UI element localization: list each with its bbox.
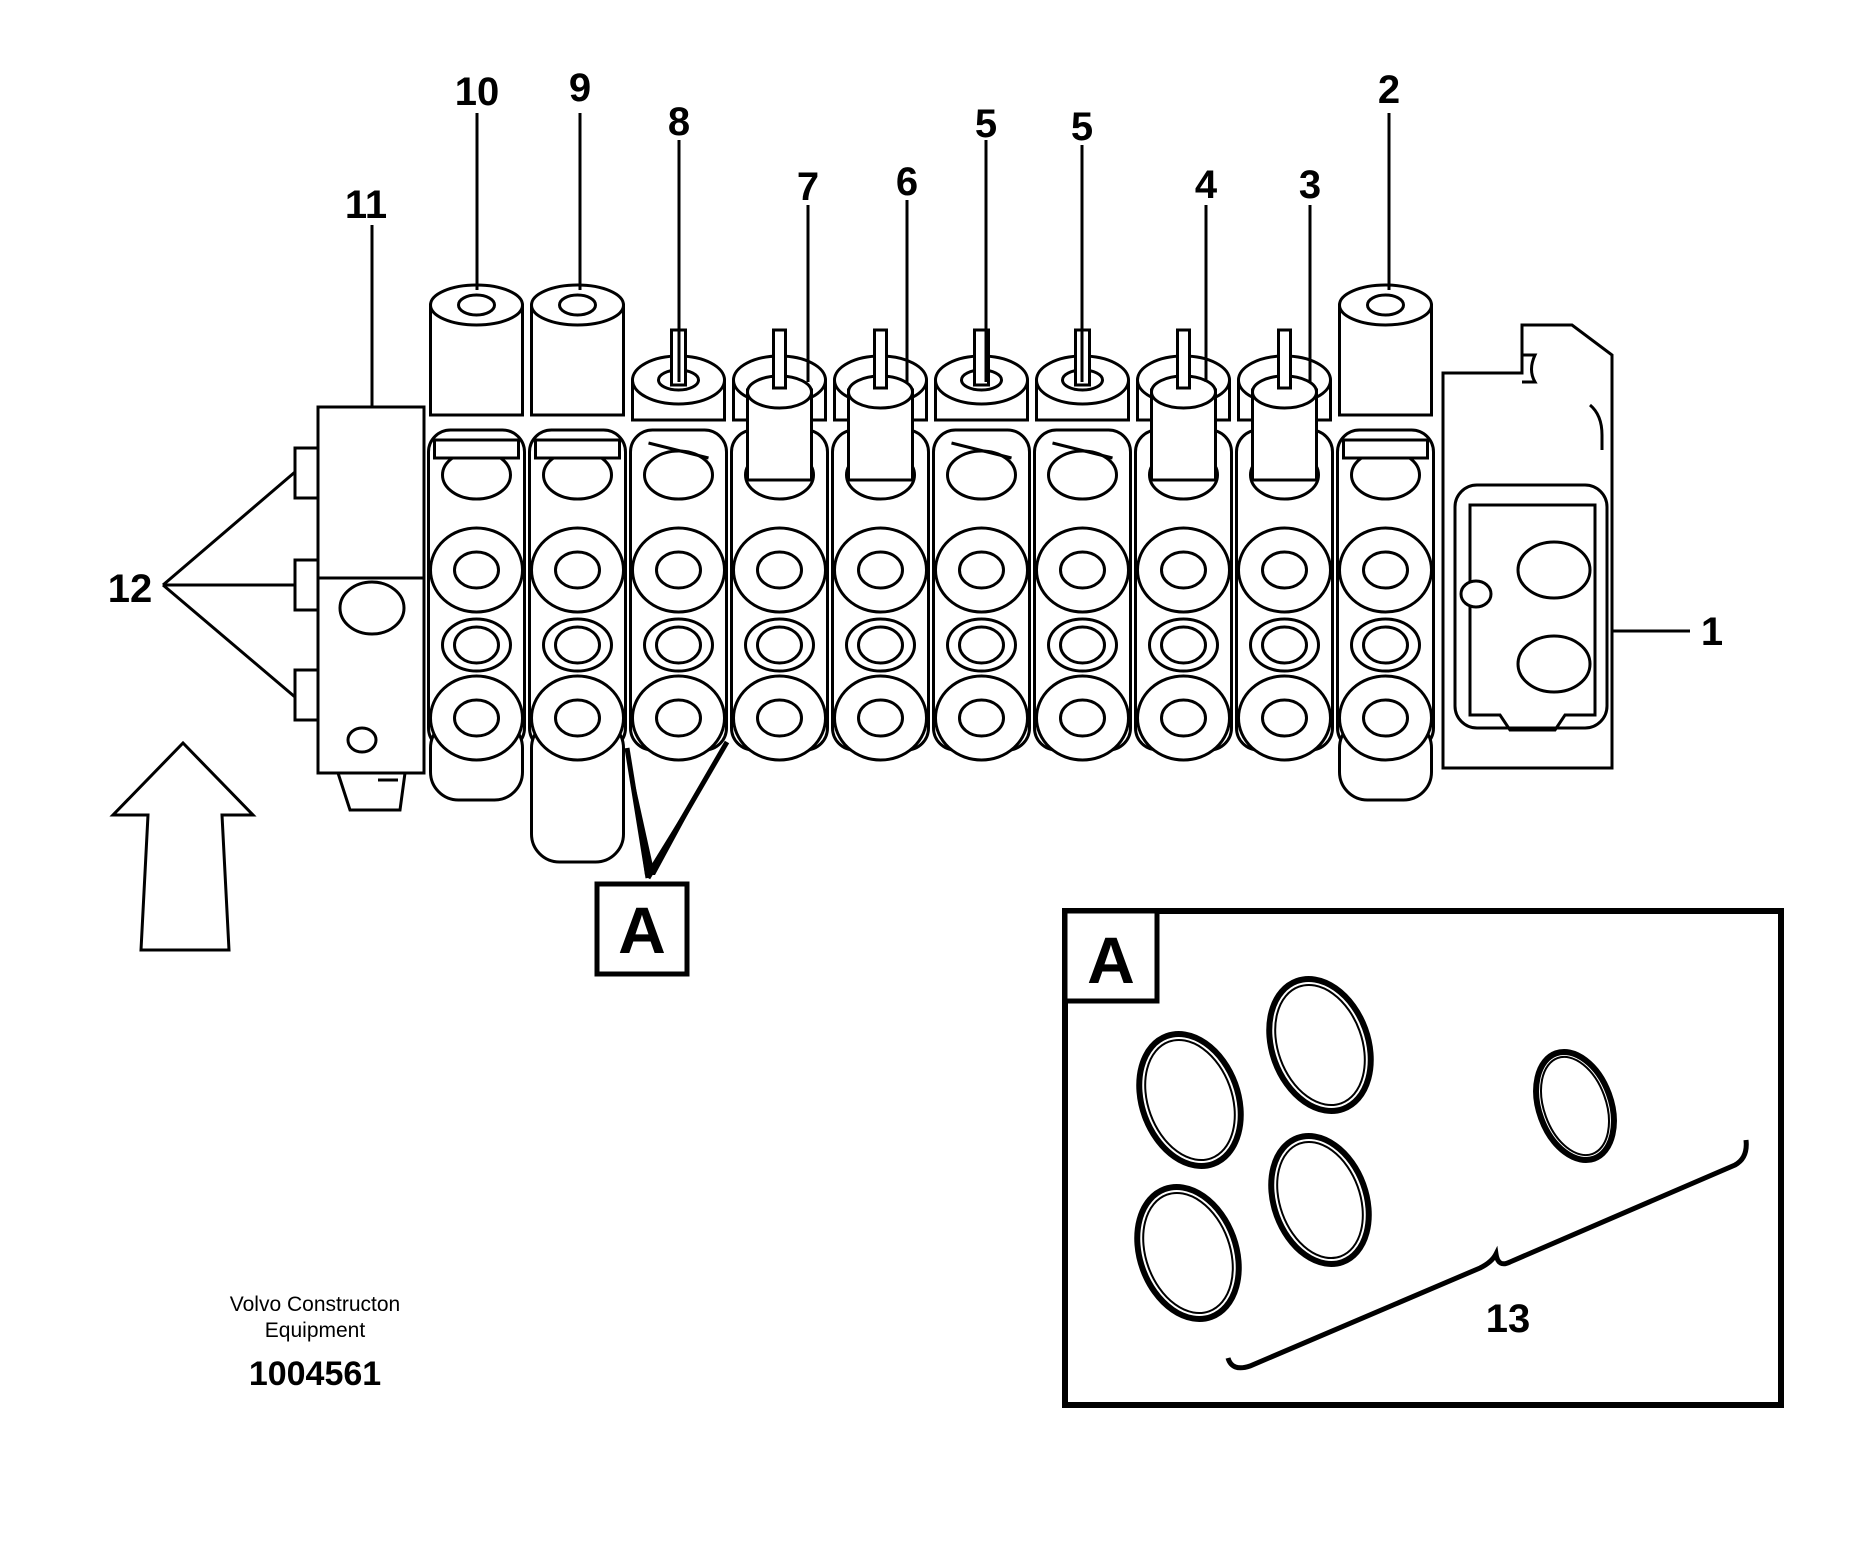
callout-10: 10 (455, 70, 500, 114)
o-ring (1268, 1133, 1372, 1267)
port-bore (756, 550, 803, 590)
cap-hole (558, 293, 597, 317)
slot (951, 441, 1012, 460)
valve-section (427, 283, 526, 802)
valve-section (1336, 283, 1435, 802)
port-bore (756, 625, 803, 665)
inlet-end-block (316, 405, 426, 812)
view-direction-arrow (109, 740, 257, 952)
port-bore (554, 625, 601, 665)
caption-line-1: Volvo Constructon (230, 1293, 400, 1316)
port-bore (1059, 698, 1106, 738)
cap-clamp (433, 438, 520, 460)
port-bore (857, 698, 904, 738)
collar (643, 449, 714, 501)
o-ring-brace (1225, 1139, 1749, 1371)
port-bore (1160, 625, 1207, 665)
cap-hole (457, 293, 496, 317)
valve-section (1235, 328, 1334, 762)
valve-section (1134, 328, 1233, 762)
valve-section (629, 328, 728, 762)
stem (1176, 328, 1191, 390)
cap-hole (1366, 293, 1405, 317)
callout-2: 2 (1378, 68, 1400, 112)
stem (1277, 328, 1292, 390)
cap-clamp (1342, 438, 1429, 460)
port-bore (655, 550, 702, 590)
callout-1: 1 (1701, 610, 1723, 654)
outlet-end-cover (1441, 323, 1614, 770)
detail-box-label: A (1087, 923, 1135, 997)
callout-5a: 5 (975, 102, 997, 146)
callout-11: 11 (345, 183, 387, 227)
caption-block: Volvo Constructon Equipment 1004561 (230, 1293, 400, 1393)
slot (648, 441, 709, 460)
collar (946, 449, 1017, 501)
callout-4: 4 (1195, 163, 1218, 207)
detail-a-box (1062, 908, 1784, 1408)
callout-13: 13 (1486, 1297, 1531, 1341)
o-ring (1136, 1031, 1244, 1169)
port-bore (453, 625, 500, 665)
callout-labels: 1 2 3 4 5 5 6 7 8 9 10 11 12 13 (108, 66, 1723, 1341)
port-bore (453, 550, 500, 590)
o-ring (1266, 976, 1374, 1114)
port-bore (655, 698, 702, 738)
slot (1052, 441, 1113, 460)
leader-lines (162, 113, 1690, 699)
callout-5b: 5 (1071, 105, 1093, 149)
o-ring-set (1134, 976, 1617, 1322)
stem (772, 328, 787, 390)
port-bore (655, 625, 702, 665)
o-ring (1134, 1184, 1242, 1322)
callout-12: 12 (108, 567, 153, 611)
collar (1047, 449, 1118, 501)
valve-section (528, 283, 627, 864)
mounting-bolts (293, 446, 320, 722)
port-bore (756, 698, 803, 738)
detail-ref-label: A (618, 893, 666, 967)
port-bore (958, 625, 1005, 665)
detail-reference (594, 740, 730, 977)
document-number: 1004561 (249, 1355, 381, 1393)
callout-6: 6 (896, 160, 918, 204)
callout-9: 9 (569, 66, 591, 110)
valve-section (831, 328, 930, 762)
port-bore (1362, 698, 1409, 738)
port-bore (857, 625, 904, 665)
port-bore (453, 698, 500, 738)
port-bore (1160, 550, 1207, 590)
port-bore (1362, 625, 1409, 665)
port-bore (1059, 550, 1106, 590)
callout-8: 8 (668, 100, 690, 144)
port-bore (1059, 625, 1106, 665)
port-bore (554, 550, 601, 590)
port-bore (1362, 550, 1409, 590)
port-bore (1261, 698, 1308, 738)
callout-7: 7 (797, 165, 819, 209)
port-bore (1261, 625, 1308, 665)
o-ring (1533, 1048, 1617, 1164)
cap-clamp (534, 438, 621, 460)
port-bore (857, 550, 904, 590)
callout-3: 3 (1299, 163, 1321, 207)
port-bore (554, 698, 601, 738)
valve-section (1033, 328, 1132, 762)
port-bore (958, 698, 1005, 738)
valve-section (932, 328, 1031, 762)
port-bore (958, 550, 1005, 590)
valve-sections (427, 283, 1435, 864)
caption-line-2: Equipment (265, 1319, 366, 1342)
valve-section (730, 328, 829, 762)
port-bore (1160, 698, 1207, 738)
port-bore (1261, 550, 1308, 590)
stem (873, 328, 888, 390)
